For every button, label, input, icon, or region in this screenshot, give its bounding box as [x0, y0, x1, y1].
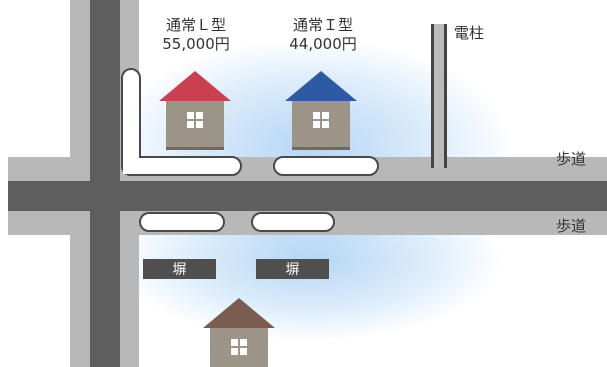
- lower-capsule-left: [139, 212, 225, 232]
- i-type-label: 通常Ｉ型 44,000円: [277, 16, 369, 54]
- i-type-price: 44,000円: [289, 35, 357, 53]
- house-i-type: [285, 71, 357, 153]
- house-wall: [166, 101, 224, 150]
- l-type-label: 通常Ｌ型 55,000円: [150, 16, 242, 54]
- i-type-segment: [273, 156, 379, 176]
- l-type-title: 通常Ｌ型: [165, 16, 226, 34]
- i-type-title: 通常Ｉ型: [292, 16, 353, 34]
- l-type-joint: [123, 150, 139, 174]
- house-l-type: [159, 71, 231, 153]
- l-type-price: 55,000円: [162, 35, 230, 53]
- window-icon: [231, 339, 247, 355]
- house-roof-red: [159, 71, 231, 101]
- house-roof-brown: [203, 298, 275, 328]
- house-wall: [210, 328, 268, 367]
- house-bottom: [203, 298, 275, 367]
- pole-label: 電柱: [454, 24, 485, 42]
- lower-capsule-right: [251, 212, 335, 232]
- sidewalk-label-lower: 歩道: [556, 217, 587, 235]
- fence-right: 塀: [256, 259, 329, 279]
- window-icon: [187, 112, 203, 128]
- fence-left: 塀: [143, 259, 216, 279]
- house-wall: [292, 101, 350, 150]
- l-type-horizontal-segment: [121, 156, 242, 176]
- window-icon: [313, 112, 329, 128]
- sidewalk-label-upper: 歩道: [556, 150, 587, 168]
- house-roof-blue: [285, 71, 357, 101]
- intersection: [90, 157, 120, 235]
- utility-pole-icon: [431, 24, 447, 168]
